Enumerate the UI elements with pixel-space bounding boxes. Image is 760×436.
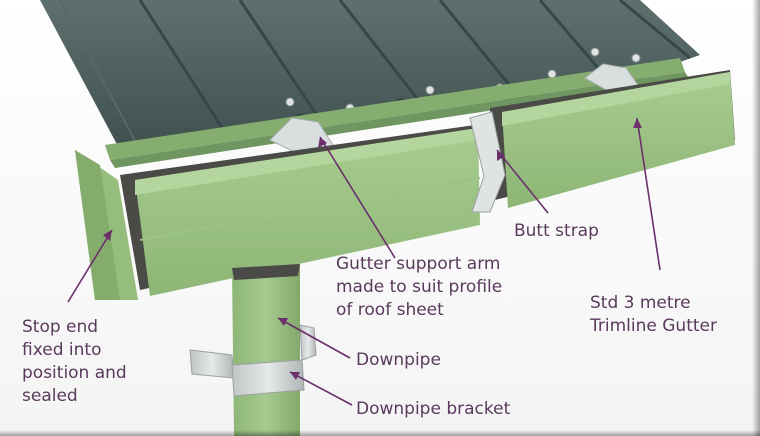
stop-end-leader xyxy=(67,229,113,303)
std-gutter-leader xyxy=(636,117,661,271)
stop-end xyxy=(75,150,138,300)
label-support-arm: Gutter support arm made to suit profile … xyxy=(336,254,503,320)
butt-strap-leader xyxy=(496,149,549,214)
label-downpipe: Downpipe xyxy=(356,350,441,370)
label-stop-end: Stop end fixed into position and sealed xyxy=(22,317,127,406)
label-butt-strap: Butt strap xyxy=(514,221,599,241)
leader-arrowheads xyxy=(103,118,642,380)
downpipe-bracket-leader xyxy=(289,371,353,406)
downpipe-bracket xyxy=(189,324,317,397)
label-downpipe-bracket: Downpipe bracket xyxy=(356,399,511,419)
frame-shadow-bottom xyxy=(0,430,760,436)
label-std-gutter: Std 3 metre Trimline Gutter xyxy=(590,293,717,336)
gutter-left xyxy=(120,125,481,296)
gutter-back xyxy=(105,58,690,168)
downpipe-leader xyxy=(277,317,351,359)
support-arm-leader xyxy=(319,136,396,259)
downpipe xyxy=(232,264,300,436)
leader-lines xyxy=(67,117,661,406)
butt-strap xyxy=(469,111,506,213)
frame-shadow-right xyxy=(752,0,760,436)
gutter-right xyxy=(490,70,735,208)
